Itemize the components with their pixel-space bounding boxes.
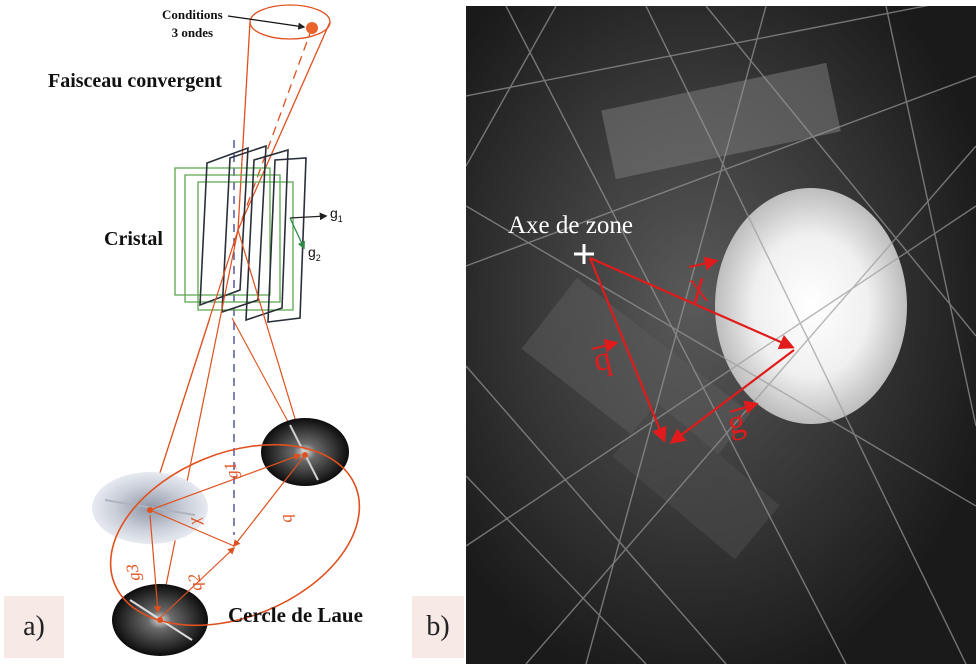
vec-g1-label: g1 [220,461,242,481]
panel-a-schematic: g1 g3 χ q q2 Conditions 3 ondes Faisceau… [0,0,464,664]
laue-vectors [147,452,308,623]
laue-circle [109,443,361,627]
panel-b-photograph: Axe de zone χ q g [466,6,976,664]
diffracted-beams [147,229,307,626]
panel-b-letter: b) [412,596,464,658]
panel-a-drawing: g1 g3 χ q q2 [92,4,361,656]
vec-q-label: q [276,512,296,524]
g2-label: g2 [308,244,321,263]
g-vector [669,349,795,444]
crystal-planes [174,144,328,323]
crystal-label: Cristal [104,228,163,250]
g2-arrow [289,217,305,250]
three-wave-conditions-label: Conditions 3 ondes [162,7,223,40]
panel-a-letter: a) [4,596,64,658]
convergent-cone [227,4,331,231]
vector-labels: g1 g3 χ q q2 [122,461,296,593]
convergent-beam-label: Faisceau convergent [48,70,222,92]
q-vector [588,257,667,443]
zone-axis-label: Axe de zone [508,212,633,239]
three-wave-point [306,22,318,34]
kikuchi-lines [466,6,976,664]
g1-label: g1 [330,205,343,224]
vec-q2-label: q2 [184,572,206,593]
vec-g3-label: g3 [122,563,144,583]
vector-triangle [588,256,795,444]
laue-circle-label: Cercle de Laue [228,603,363,627]
g1-arrow [289,212,328,221]
chi-vector [589,256,795,350]
cbed-pattern [466,6,976,664]
zone-axis-cross [574,244,594,264]
vector-overbars [591,256,759,414]
